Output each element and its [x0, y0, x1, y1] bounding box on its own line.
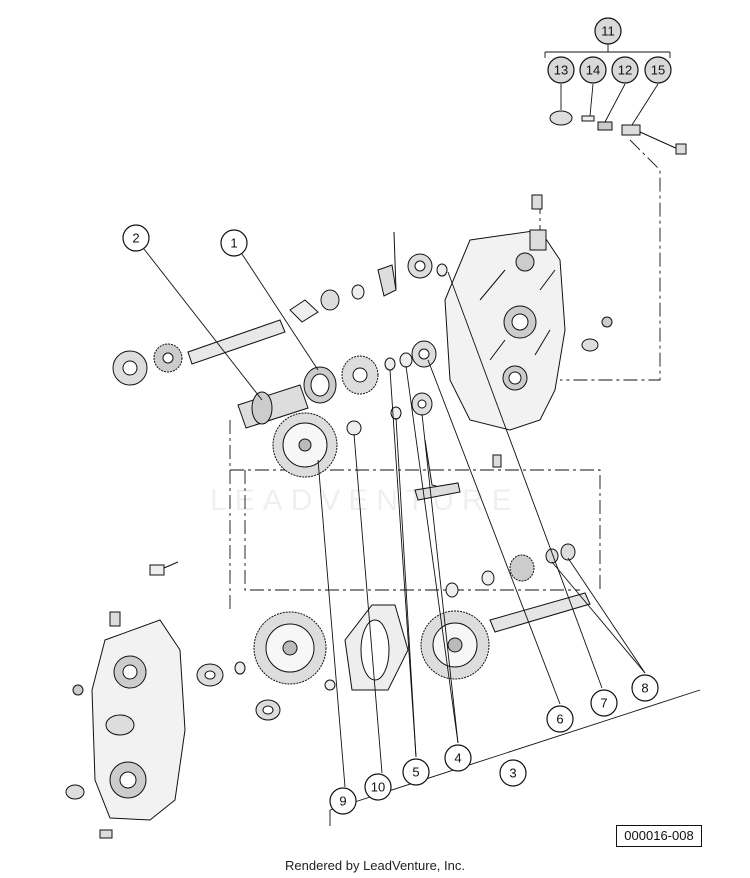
shift-linkage: [149, 439, 461, 576]
callout-5[interactable]: 5: [402, 758, 430, 786]
callout-14[interactable]: 14: [579, 56, 607, 84]
right-case-half: [444, 229, 566, 431]
callout-15[interactable]: 15: [644, 56, 672, 84]
svg-text:5: 5: [412, 765, 419, 780]
callout-13[interactable]: 13: [547, 56, 575, 84]
callout-9[interactable]: 9: [329, 787, 357, 815]
left-case-half: [65, 611, 186, 839]
differential-assembly: [196, 604, 490, 721]
svg-text:7: 7: [600, 696, 607, 711]
svg-text:9: 9: [339, 794, 346, 809]
svg-text:10: 10: [371, 780, 385, 795]
svg-text:6: 6: [556, 712, 563, 727]
callout-4[interactable]: 4: [444, 744, 472, 772]
watermark: LEADVENTURE: [210, 484, 520, 517]
cable-assembly: [549, 110, 687, 155]
svg-text:11: 11: [601, 24, 615, 39]
callout-10[interactable]: 10: [364, 773, 392, 801]
svg-text:1: 1: [230, 236, 237, 251]
callout-12[interactable]: 12: [611, 56, 639, 84]
assembly-lines: [229, 139, 661, 612]
credit-text: Rendered by LeadVenture, Inc.: [285, 858, 465, 873]
upper-shaft-components: [112, 231, 448, 436]
output-shaft-components: [445, 543, 591, 633]
case-bolts-right: [492, 194, 613, 468]
callouts: 11 13 14 12 15 2: [122, 17, 672, 815]
callout-3[interactable]: 3: [499, 759, 527, 787]
leader-lines: [143, 44, 701, 826]
svg-text:14: 14: [586, 63, 600, 78]
svg-text:3: 3: [509, 766, 516, 781]
callout-11[interactable]: 11: [594, 17, 622, 45]
callout-7[interactable]: 7: [590, 689, 618, 717]
callout-2[interactable]: 2: [122, 224, 150, 252]
svg-text:8: 8: [641, 681, 648, 696]
diagram-id-label: 000016-008: [616, 825, 702, 847]
svg-text:2: 2: [132, 231, 139, 246]
callout-1[interactable]: 1: [220, 229, 248, 257]
callout-6[interactable]: 6: [546, 705, 574, 733]
callout-8[interactable]: 8: [631, 674, 659, 702]
svg-text:4: 4: [454, 751, 461, 766]
svg-text:15: 15: [651, 63, 665, 78]
svg-text:12: 12: [618, 63, 632, 78]
gear-large-upper: [272, 412, 338, 478]
svg-text:13: 13: [554, 63, 568, 78]
